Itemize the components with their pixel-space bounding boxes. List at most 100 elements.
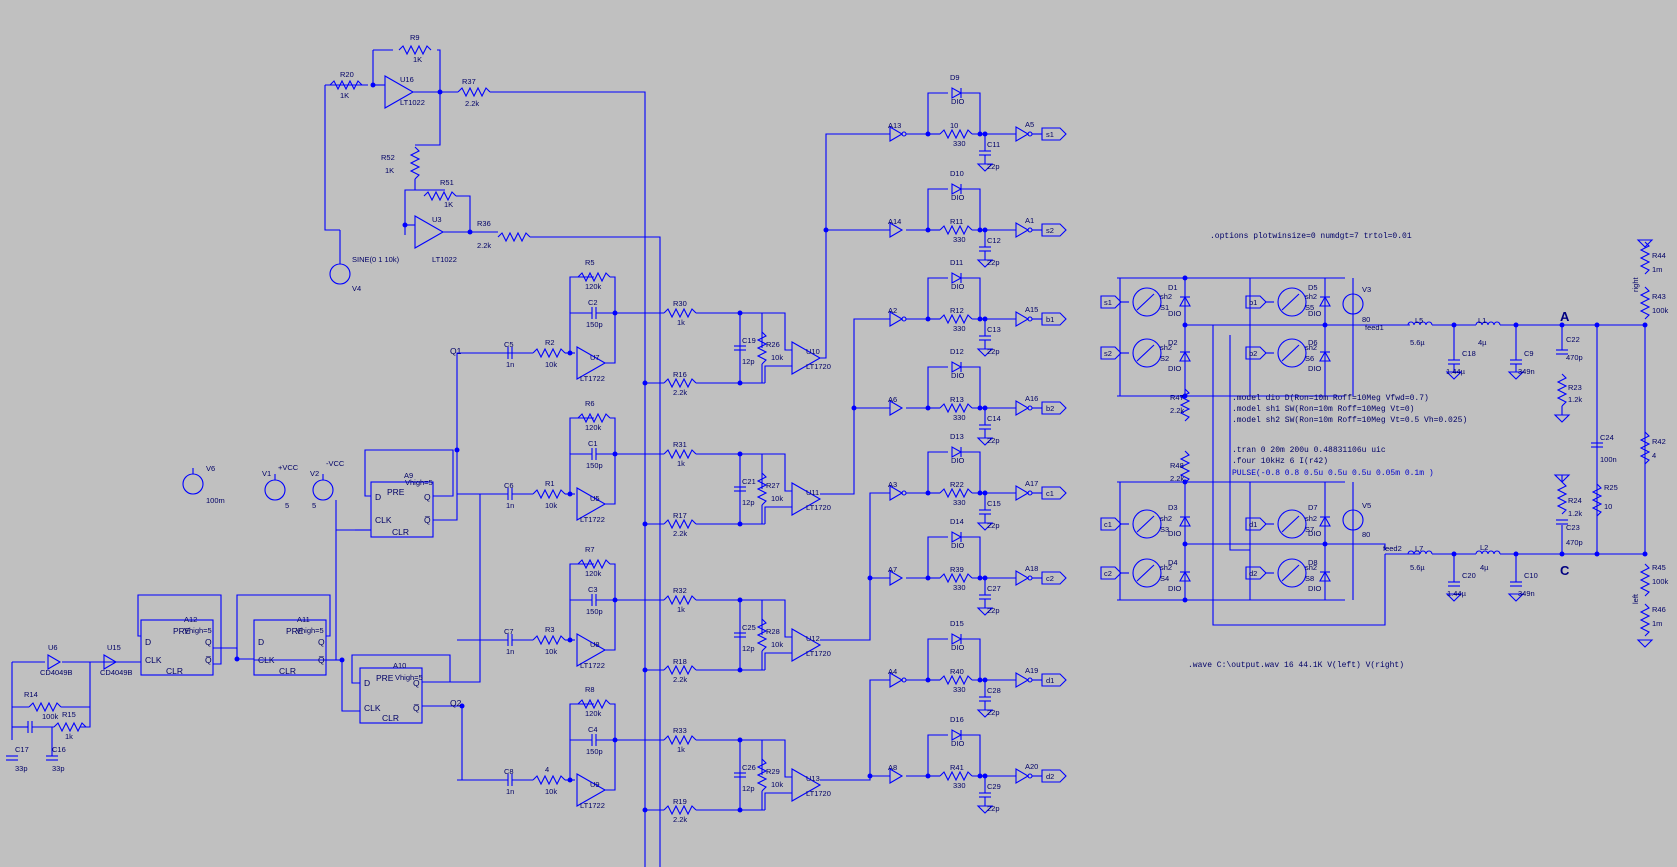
r51-label: R51	[440, 178, 454, 187]
junction-dot	[737, 737, 743, 743]
r45-value: 100k	[1652, 577, 1669, 586]
u5-label: U5	[590, 494, 600, 503]
r16-value: 2.2k	[673, 388, 687, 397]
r48-value: 2.2k	[1170, 474, 1184, 483]
c5-value: 1n	[506, 360, 514, 369]
a12-d: D	[145, 637, 151, 647]
switch-body	[1132, 558, 1162, 588]
c4-symbol	[591, 733, 597, 747]
u11-model: LT1720	[806, 503, 831, 512]
r9-label: R9	[410, 33, 420, 42]
a12-clr: CLR	[166, 666, 183, 676]
c14-symbol	[978, 424, 992, 430]
l7-label: L7	[1415, 544, 1423, 553]
c23-label: C23	[1566, 523, 1580, 532]
a6-label: A6	[888, 395, 897, 404]
d16-label: D16	[950, 715, 964, 724]
junction-dot	[737, 380, 743, 386]
c13-value: 22p	[987, 347, 1000, 356]
d2-input-port	[1245, 566, 1267, 580]
a14-label: A14	[888, 217, 901, 226]
D7-label: D7	[1308, 503, 1318, 512]
a10-clr: CLR	[382, 713, 399, 723]
junction-dot	[737, 451, 743, 457]
s2-port	[1041, 223, 1067, 237]
r19-value: 2.2k	[673, 815, 687, 824]
b1-input-port	[1245, 295, 1267, 309]
r1-label: R1	[545, 479, 555, 488]
r43-value: 100k	[1652, 306, 1669, 315]
a11-d: D	[258, 637, 264, 647]
comparator-link-4	[820, 679, 890, 781]
a10-d: D	[364, 678, 370, 688]
D1-model: DIO	[1168, 309, 1182, 318]
c8-label: C8	[504, 767, 514, 776]
d10-label: D10	[950, 169, 964, 178]
c15-label: C15	[987, 499, 1001, 508]
r2-value: 10k	[545, 360, 557, 369]
junction-dot	[982, 131, 988, 137]
a11-clr: CLR	[279, 666, 296, 676]
r7-value: 120k	[585, 569, 602, 578]
r12-value: 330	[953, 324, 966, 333]
D8-label: D8	[1308, 558, 1318, 567]
r26-value: 10k	[771, 353, 783, 362]
u13-model: LT1720	[806, 789, 831, 798]
c29-value: 22p	[987, 804, 1000, 813]
junction-dot	[567, 491, 573, 497]
u16-label: U16	[400, 75, 414, 84]
D2-label: D2	[1168, 338, 1178, 347]
junction-dot	[982, 490, 988, 496]
junction-dot	[977, 131, 983, 137]
u9-model: LT1722	[580, 801, 605, 810]
junction-dot	[925, 490, 931, 496]
r12-symbol	[939, 314, 973, 324]
r31-value: 1k	[677, 459, 685, 468]
r36-value: 2.2k	[477, 241, 491, 250]
r48-label: R48	[1170, 461, 1184, 470]
junction-dot	[977, 575, 983, 581]
c19-value: 12p	[742, 357, 755, 366]
c25-value: 12p	[742, 644, 755, 653]
r22-symbol	[939, 488, 973, 498]
r37-value: 2.2k	[465, 99, 479, 108]
a10-vhigh: Vhigh=5	[395, 673, 423, 682]
r40-symbol	[939, 675, 973, 685]
v2-value: 5	[312, 501, 316, 510]
d2n-port-label: d2	[1046, 772, 1054, 781]
d13-model: DIO	[951, 456, 965, 465]
v1-value: 5	[285, 501, 289, 510]
a13-label: A13	[888, 121, 901, 130]
r22-value: 330	[953, 498, 966, 507]
c10-label: C10	[1524, 571, 1538, 580]
crystal-oscillator: U6 CD4049B U15 CD4049B R14 100k R15 1k C…	[5, 643, 141, 773]
c2-value: 150p	[586, 320, 603, 329]
junction-dot	[567, 777, 573, 783]
a10-clk: CLK	[364, 703, 381, 713]
c6-label: C6	[504, 481, 514, 490]
b2-port-label: b2	[1046, 404, 1054, 413]
c1-input-port	[1100, 517, 1122, 531]
a9-q: Q	[424, 492, 431, 502]
junction-dot	[737, 521, 743, 527]
a11-label: A11	[297, 615, 310, 624]
r8-label: R8	[585, 685, 595, 694]
r18-symbol	[663, 665, 697, 675]
r42-label: R42	[1652, 437, 1666, 446]
a20-label: A20	[1025, 762, 1038, 771]
c26-value: 12p	[742, 784, 755, 793]
switch-body	[1277, 509, 1307, 539]
d11-label: D11	[950, 258, 963, 267]
c27-value: 22p	[987, 606, 1000, 615]
c16-label: C16	[52, 745, 66, 754]
c22-value: 470p	[1566, 353, 1583, 362]
switch-model: sh2	[1305, 292, 1317, 301]
l1-value: 4µ	[1478, 338, 1487, 347]
options-directive: .options plotwinsize=0 numdgt=7 trtol=0.…	[1210, 232, 1412, 241]
filter-channel-1: C51nR210kR5120kC2150pU7LT1722R301kR162.2…	[457, 258, 831, 397]
vcc-label: +VCC	[278, 463, 299, 472]
